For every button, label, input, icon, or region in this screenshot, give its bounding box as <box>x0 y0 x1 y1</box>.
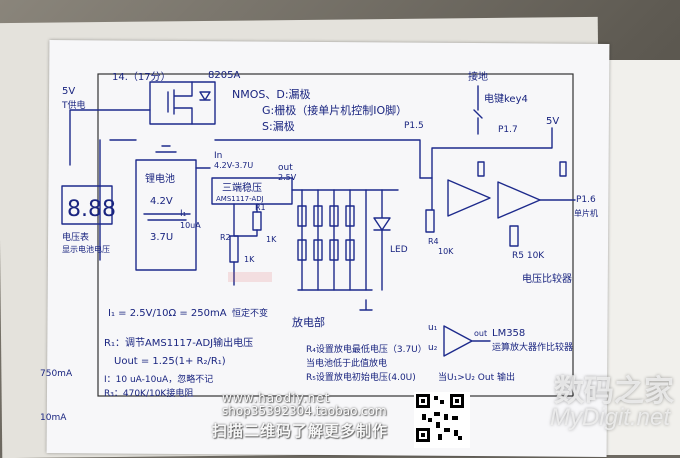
supply-note: T供电 <box>61 99 86 111</box>
ground-label: 接地 <box>468 70 488 83</box>
r4-value: 10K <box>438 247 454 256</box>
promo-shop: shop35392304.taobao.com <box>222 404 387 418</box>
comp-wire <box>419 177 433 211</box>
out-pin-label: out <box>474 329 487 338</box>
load-current-value: 10uA <box>180 221 201 230</box>
ref-5v-label: 5V <box>546 116 559 127</box>
battery-voltage-high: 4.2V <box>150 196 173 207</box>
u1-label: u₁ <box>428 323 438 333</box>
in-label: In <box>214 151 222 161</box>
battery-voltage-low: 3.7U <box>150 232 173 243</box>
promo-url: www.haodiy.net <box>222 391 331 405</box>
pin-label: P1.5 <box>404 121 424 131</box>
load-current-label: I₁ <box>180 209 187 219</box>
r2-value: 1K <box>244 255 255 264</box>
bank-resistor-4 <box>345 205 355 227</box>
bank-resistor-7 <box>329 239 339 261</box>
lm358-label: LM358 <box>492 328 525 339</box>
regulator-box <box>211 177 293 205</box>
comparator-label: 电压比较器 <box>522 272 572 285</box>
voltmeter-display: 8.88 <box>67 197 116 222</box>
formula-current-note: 恒定不变 <box>232 307 268 319</box>
bank-resistor-2 <box>313 205 323 227</box>
bank-resistor-6 <box>313 239 323 261</box>
watermark-cn: 数码之家 <box>554 375 674 408</box>
comparator-symbol <box>443 325 491 357</box>
opamp-2 <box>497 181 541 219</box>
nmos-label: NMOS、D:漏极 <box>232 87 311 101</box>
mosfet-box <box>149 81 216 125</box>
divider-wires <box>233 203 258 286</box>
mcu-pin: P1.6 <box>576 195 596 205</box>
in-voltage: 4.2V-3.7U <box>214 161 253 170</box>
qr-code-icon[interactable] <box>414 392 470 448</box>
ground-symbol <box>359 299 373 311</box>
resistor-1k-a <box>477 161 485 177</box>
voltmeter-box <box>61 185 113 225</box>
battery-box <box>135 159 197 271</box>
lm358-note: 运算放大器作比较器 <box>492 341 573 353</box>
key-switch <box>473 85 483 135</box>
source-label: S:漏极 <box>262 119 295 133</box>
compare-note: 当U₁>U₂ Out 输出 <box>438 371 515 383</box>
formula-current: I₁ = 2.5V/10Ω = 250mA <box>108 308 227 319</box>
battery-terminal <box>155 145 177 153</box>
note-iadj: I：10 uA-10uA，忽略不记 <box>104 373 213 385</box>
question-label: 14.（17分） <box>112 71 171 83</box>
schematic-frame <box>97 73 574 397</box>
resistor-1k-b <box>559 161 567 177</box>
note-r4: R₄设置放电最低电压（3.7U） <box>306 343 427 355</box>
resistor-r2 <box>229 235 239 263</box>
voltmeter-note: 显示电池电压 <box>62 244 110 254</box>
supply-wire <box>69 109 151 166</box>
regulator-label: 三端稳压 <box>222 181 262 194</box>
note-r4-b: 当电池低于此值放电 <box>306 357 387 369</box>
bank-resistor-3 <box>329 205 339 227</box>
battery-label: 锂电池 <box>145 172 175 185</box>
note-r5: R₅设置放电初始电压(4.0U) <box>306 371 416 383</box>
voltmeter-label: 电压表 <box>62 231 89 243</box>
gate-label: G:栅极（接单片机控制IO脚） <box>262 103 407 117</box>
side-note-2: 10mA <box>40 413 67 423</box>
resistor-r5 <box>509 225 519 247</box>
resistor-bank <box>297 189 373 291</box>
pin17-label: P1.7 <box>498 125 518 135</box>
u2-label: u₂ <box>428 343 438 353</box>
mos-chip-label: 8205A <box>208 70 240 81</box>
ref-rail <box>431 127 553 179</box>
led-label: LED <box>390 245 408 255</box>
note-r3: R₃：470K/10K接电阻 <box>104 387 193 399</box>
r5-label: R5 10K <box>512 251 545 261</box>
r1-label: R1 <box>255 203 266 212</box>
note-r1: R₁：调节AMS1117-ADJ输出电压 <box>104 336 253 349</box>
mcu-note: 单片机 <box>574 208 598 218</box>
top-rail <box>99 139 421 261</box>
r1k-label: 1K <box>266 235 277 244</box>
supply-label: 5V <box>62 86 75 97</box>
regulator-part: AMS1117-ADJ <box>216 195 264 203</box>
resistor-r1 <box>252 211 262 231</box>
bank-resistor-5 <box>297 239 307 261</box>
red-stamp <box>228 272 272 282</box>
key-label: 电键key4 <box>484 92 528 105</box>
mosfet-symbol <box>167 81 193 125</box>
out-label: out <box>278 163 293 173</box>
promo-cta: 扫描二维码了解更多制作 <box>212 422 389 440</box>
r4-label: R4 <box>428 237 439 246</box>
battery-cell-symbol <box>143 213 191 221</box>
body-diode <box>199 91 211 101</box>
side-note-1: 750mA <box>40 369 73 379</box>
watermark-en: MyDigit.net <box>549 404 670 431</box>
right-exam-sheet <box>598 60 680 455</box>
r2-label: R2 <box>220 233 231 242</box>
note-vout: Uout = 1.25(1+ R₂/R₁) <box>114 356 226 367</box>
bank-resistor-8 <box>345 239 355 261</box>
opamp-1 <box>447 179 491 217</box>
load-label: 放电部 <box>292 315 325 329</box>
led-symbol <box>373 189 391 291</box>
resistor-r4 <box>425 209 435 233</box>
bank-resistor-1 <box>297 205 307 227</box>
